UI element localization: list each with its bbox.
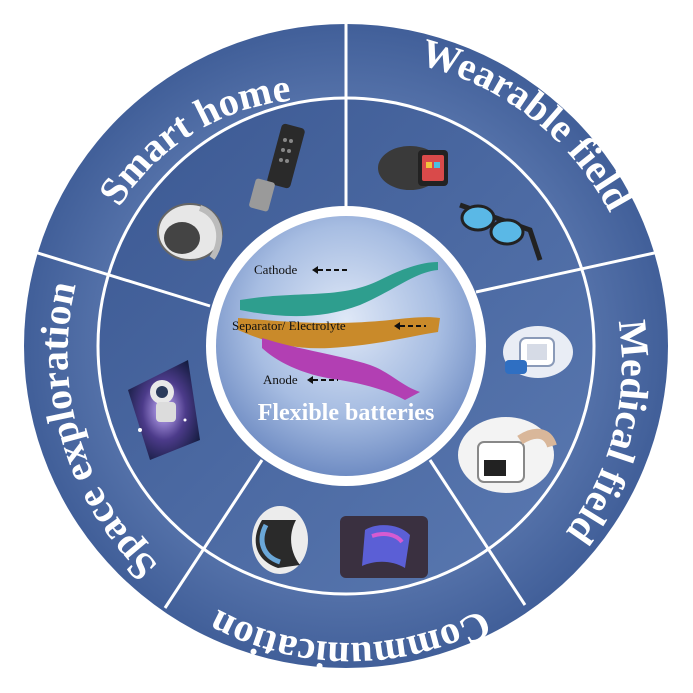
door-lock-icon — [249, 123, 305, 212]
separator-layer — [238, 317, 440, 349]
astronaut-icon — [128, 360, 200, 460]
cathode-arrow-head — [312, 266, 318, 274]
separator-arrow-head — [394, 322, 400, 330]
cathode-layer — [240, 262, 438, 317]
center-title: Flexible batteries — [258, 400, 435, 426]
sector-dividers — [27, 24, 669, 609]
glucose-monitor-icon — [458, 417, 557, 493]
smart-ring-icon — [157, 203, 223, 261]
battery-layers — [238, 262, 440, 400]
medical-patch-icon — [503, 326, 573, 378]
separator-label: Separator/ Electrolyte — [232, 318, 346, 333]
cathode-label: Cathode — [254, 262, 298, 277]
smart-glasses-icon — [459, 202, 543, 261]
flexible-phone-icon — [252, 506, 308, 574]
anode-label: Anode — [263, 372, 298, 387]
anode-arrow-head — [307, 376, 313, 384]
smart-watch-icon — [378, 146, 448, 190]
anode-layer — [262, 338, 420, 400]
foldable-display-icon — [340, 516, 428, 578]
